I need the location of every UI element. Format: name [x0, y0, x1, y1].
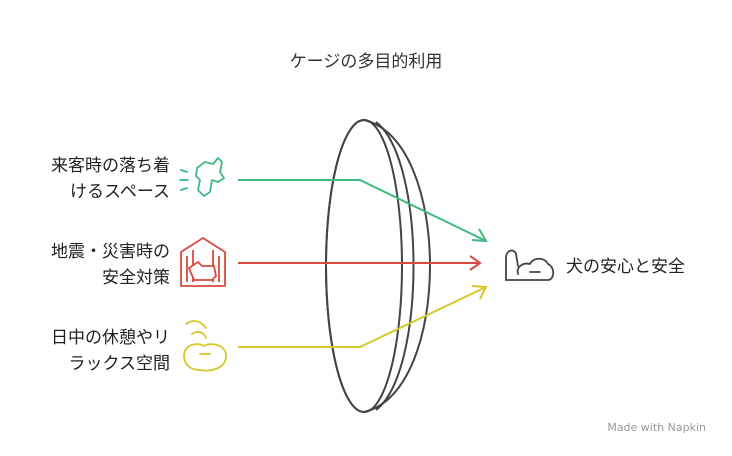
input-label-line: けるスペース [70, 182, 170, 202]
napkin-credit: Made with Napkin [607, 421, 706, 434]
output-label: 犬の安心と安全 [566, 257, 685, 277]
input-label-line: 安全対策 [102, 268, 170, 288]
input-label-disaster: 地震・災害時の 安全対策 [51, 239, 170, 291]
input-label-line: ラックス空間 [68, 354, 171, 374]
arrow-red [238, 255, 482, 271]
sleeping-dog-icon [183, 320, 227, 372]
input-label-visitors: 来客時の落ち着 けるスペース [51, 153, 170, 205]
arrow-green [238, 179, 488, 243]
arrow-yellow [238, 285, 488, 348]
input-label-line: 日中の休憩やリ [51, 328, 170, 348]
dog-barking-icon [179, 157, 225, 197]
input-label-line: 地震・災害時の [51, 242, 170, 262]
resting-dog-icon [505, 249, 555, 281]
dog-in-house-icon [180, 237, 226, 287]
input-label-relax: 日中の休憩やリ ラックス空間 [51, 325, 170, 377]
lens-shape [325, 119, 431, 413]
diagram-title: ケージの多目的利用 [289, 52, 443, 72]
input-label-line: 来客時の落ち着 [51, 156, 170, 176]
